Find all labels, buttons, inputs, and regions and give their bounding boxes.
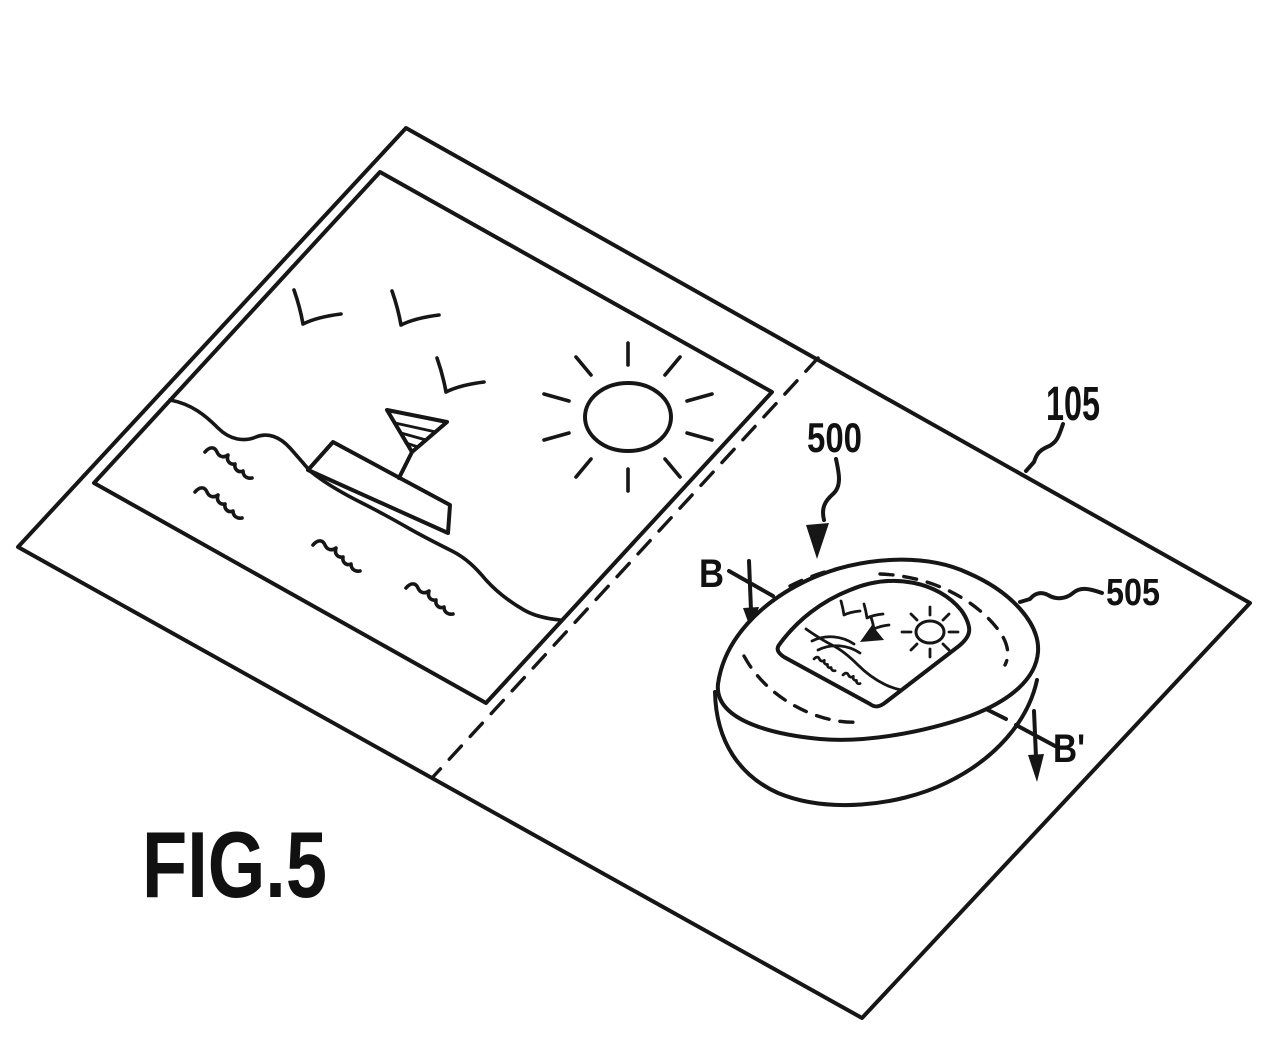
reference-labels: 105 500 505 B B' (699, 378, 1160, 771)
figure-caption: FIG.5 (142, 812, 327, 917)
leader-500 (821, 457, 841, 522)
boat-mast (397, 450, 414, 480)
wave-squiggle (841, 671, 862, 686)
leader-505 (1018, 586, 1104, 604)
wave-squiggle (193, 486, 244, 520)
mini-sail (860, 625, 884, 642)
label-505: 505 (1106, 572, 1160, 614)
sheet-outline (16, 126, 1252, 1020)
boat-hull (306, 440, 452, 535)
mini-hull (810, 635, 862, 655)
mouse-seam-dashed (742, 654, 860, 724)
bird-icon (862, 602, 885, 620)
label-b-prime: B' (1053, 727, 1085, 771)
bird-icon (435, 356, 486, 394)
label-500: 500 (807, 414, 862, 461)
mouse-seam-dashed (788, 566, 842, 588)
sailboat-icon (306, 408, 452, 535)
label-105: 105 (1046, 378, 1100, 431)
section-arrow-b-prime-line (1032, 709, 1038, 759)
bird-icon (839, 599, 862, 617)
picture-frame (92, 170, 774, 705)
mouse-display-screen (775, 578, 972, 709)
wave-squiggle (812, 655, 837, 673)
printed-picture (92, 170, 774, 705)
sun-rays (542, 341, 714, 493)
mini-sun-disc (914, 619, 946, 645)
mini-picture-on-screen (804, 599, 960, 692)
mini-shoreline (804, 627, 903, 692)
mouse-body-side-wall (713, 678, 1039, 808)
section-arrow-b-line (747, 559, 753, 612)
wave-squiggles (193, 446, 455, 616)
sun-icon (900, 605, 960, 659)
sail-stripes (393, 421, 438, 449)
label-b: B (699, 552, 724, 596)
bird-icon (292, 288, 343, 326)
wave-squiggle (203, 446, 254, 480)
leader-500-arrowhead (806, 523, 829, 559)
mini-wave-squiggles (812, 655, 862, 686)
mouse-seam-dashed (878, 572, 1010, 667)
section-arrow-b-prime-head (1028, 754, 1044, 782)
paper-sheet (16, 126, 1252, 1020)
leader-105 (1024, 422, 1065, 473)
wave-squiggle (404, 582, 455, 616)
shoreline (168, 398, 562, 622)
sun-icon (542, 341, 714, 493)
sun-disc (583, 381, 673, 453)
sheet-fold-line (430, 356, 820, 780)
bird-icon (390, 289, 441, 327)
mouse-device (713, 557, 1041, 808)
boat-sail (385, 408, 449, 454)
mini-sun-rays (900, 605, 960, 659)
wave-squiggle (311, 539, 362, 573)
